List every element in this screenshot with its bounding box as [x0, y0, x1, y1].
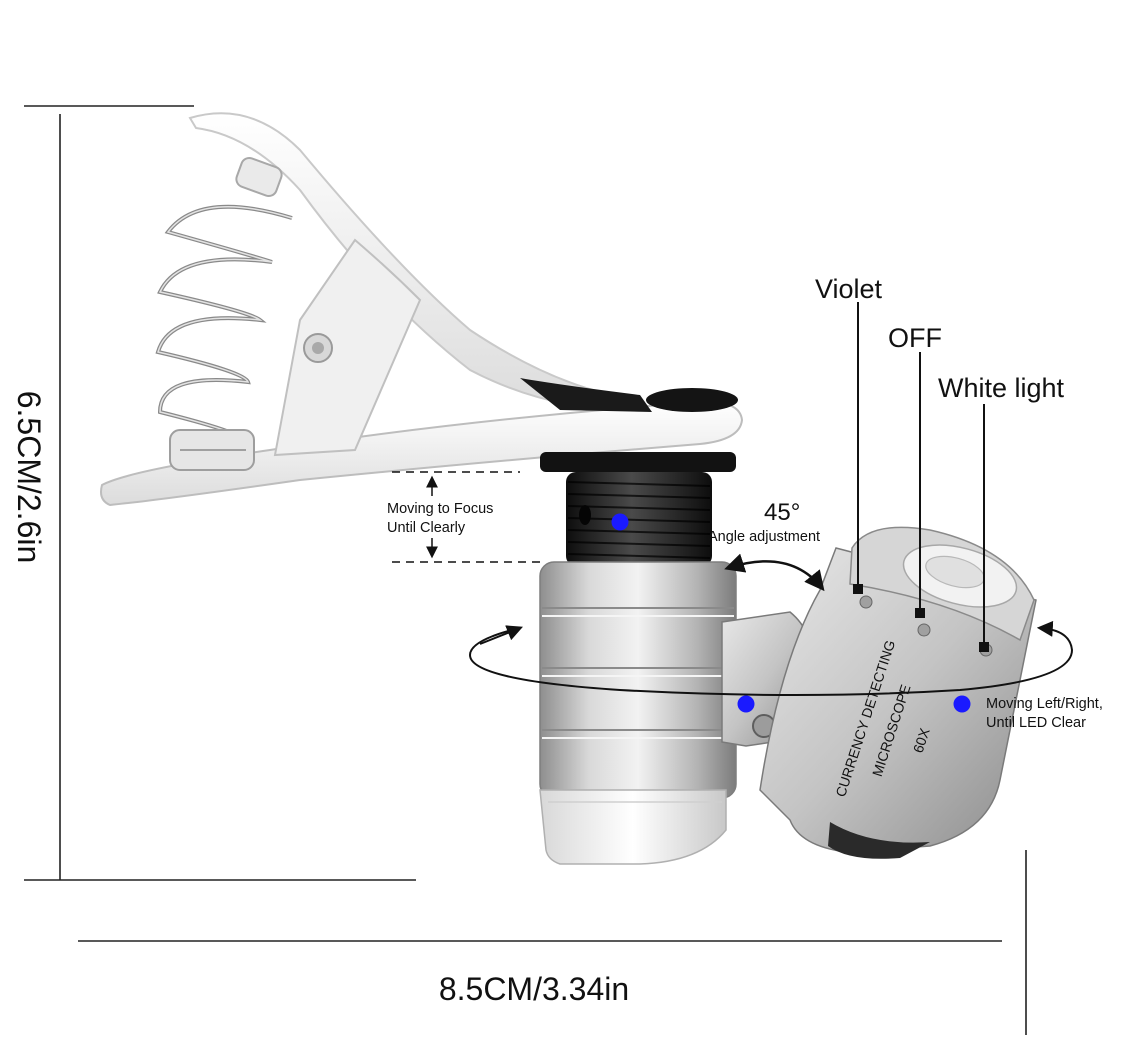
- height-label: 6.5CM/2.6in: [11, 391, 47, 564]
- angle-arc-arrow: [724, 553, 825, 592]
- led-marker-dot: [953, 695, 971, 713]
- violet-label: Violet: [815, 274, 883, 304]
- white-light-callout: [979, 404, 989, 652]
- focus-bracket: [392, 471, 540, 563]
- phone-clip: [100, 112, 744, 507]
- angle-caption-label: Angle adjustment: [708, 529, 820, 545]
- off-callout: [915, 352, 925, 618]
- violet-callout: [853, 302, 863, 594]
- clip-spring: [155, 156, 293, 471]
- focus-marker-dot: [611, 513, 629, 531]
- rotation-indicator: [468, 620, 1074, 696]
- width-dimension: [78, 850, 1027, 1035]
- focus-label-line2: Until Clearly: [387, 520, 466, 536]
- off-label: OFF: [888, 323, 942, 353]
- focus-label-line1: Moving to Focus: [387, 501, 493, 517]
- led-label-line2: Until LED Clear: [986, 715, 1086, 731]
- clear-lens-cap: [539, 789, 727, 865]
- printed-magnification: 60X: [910, 726, 933, 755]
- height-dimension: [24, 105, 416, 881]
- led-label-line1: Moving Left/Right,: [986, 696, 1103, 712]
- hinge-marker-dot: [737, 695, 755, 713]
- width-label: 8.5CM/3.34in: [439, 971, 629, 1007]
- focus-thread-barrel: [540, 452, 736, 566]
- white-light-label: White light: [938, 373, 1065, 403]
- angle-value-label: 45°: [764, 499, 800, 526]
- tilting-light-head: [759, 526, 1037, 859]
- microscope-body: [539, 561, 737, 799]
